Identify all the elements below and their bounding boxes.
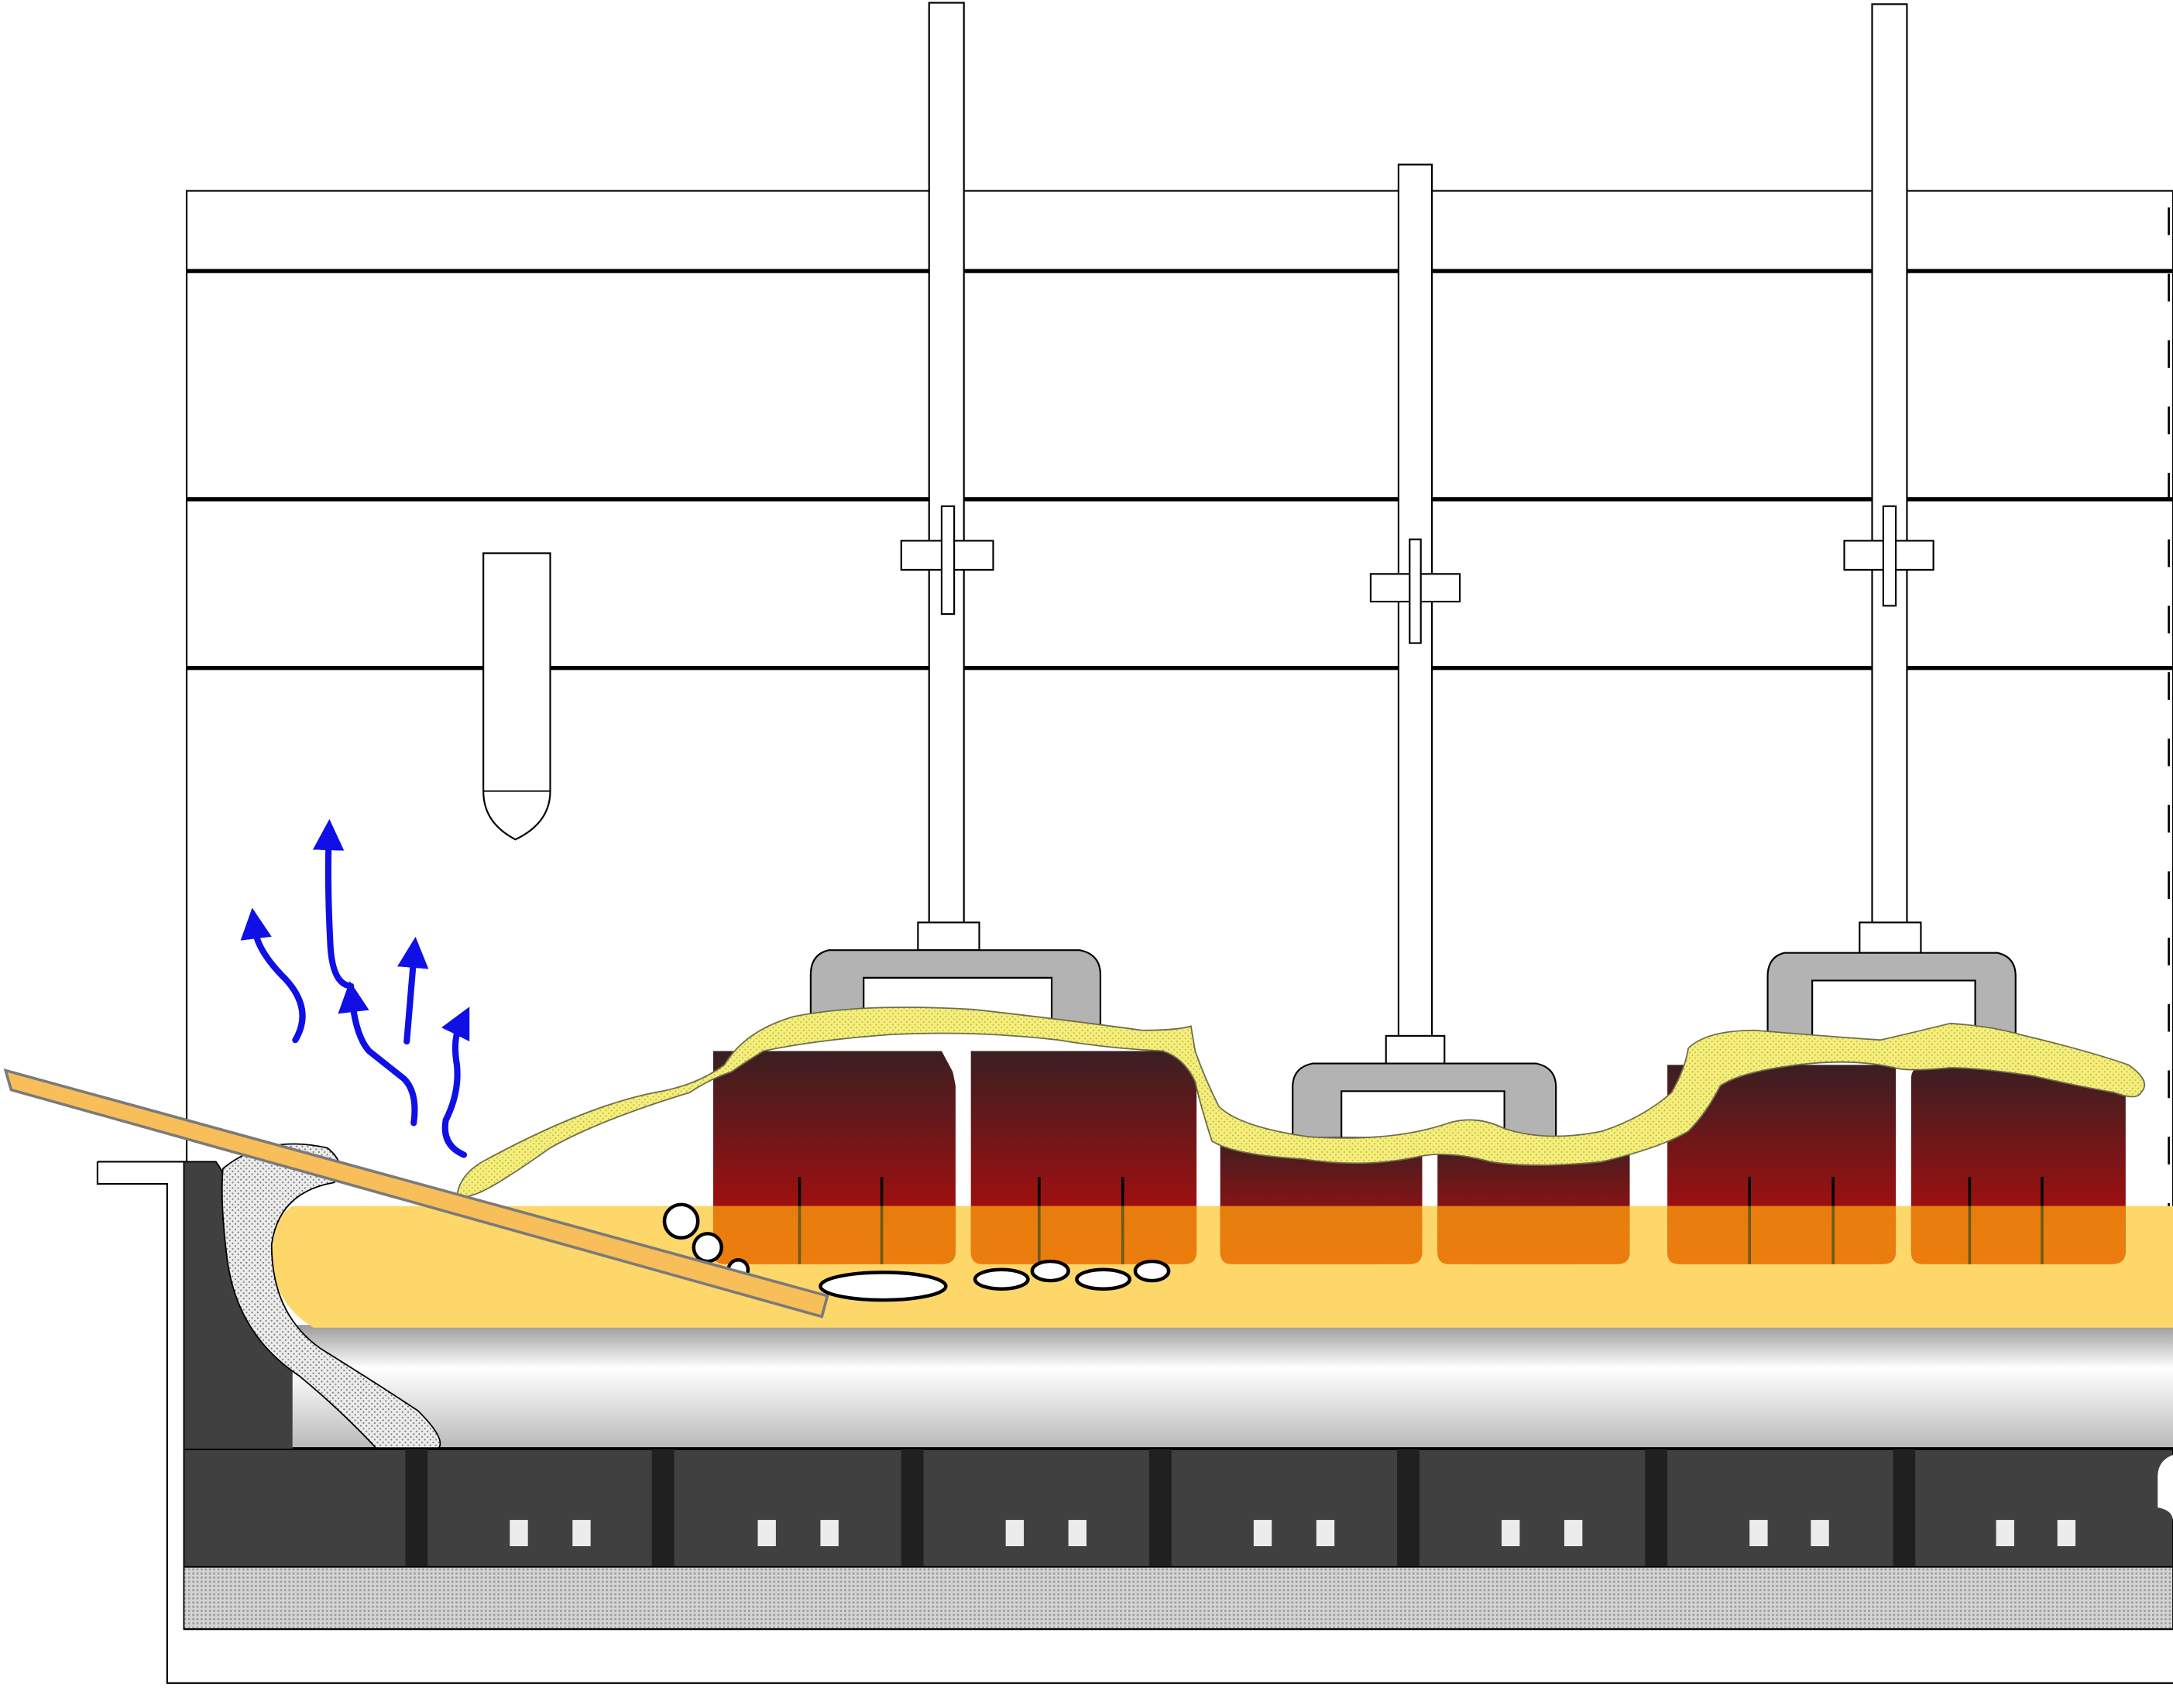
rod-stub	[917, 921, 1922, 1065]
gas-bubble	[819, 1271, 948, 1302]
insulation-layer	[183, 1566, 2173, 1631]
cathode-joint	[651, 1449, 675, 1567]
cathode-joint	[405, 1449, 428, 1567]
gas-bubble	[1030, 1259, 1070, 1283]
molten-aluminium	[292, 1325, 2173, 1449]
anode-immersed-zone	[712, 1206, 2126, 1264]
cathode-joint	[1148, 1449, 1172, 1567]
off-gas-arrow	[312, 818, 355, 989]
cell-shell	[96, 1161, 2173, 1684]
collector-bar	[1068, 1520, 1086, 1547]
collector-bar	[1564, 1520, 1583, 1547]
collector-bar	[510, 1520, 528, 1547]
cathode-block-row	[183, 1449, 2173, 1568]
cathode-joint	[1893, 1449, 1916, 1567]
anode-yoke	[809, 949, 2017, 1149]
alumina-feeder	[3, 1068, 829, 1319]
off-gas-arrow	[338, 981, 418, 1127]
off-gas-arrow	[240, 907, 306, 1044]
collector-bar	[1996, 1520, 2014, 1547]
cathode-joint	[1645, 1449, 1668, 1567]
gas-bubble-group	[662, 1202, 1171, 1302]
gas-bubble	[973, 1267, 1030, 1291]
collector-bar	[1316, 1520, 1335, 1547]
cathode-joint	[901, 1449, 924, 1567]
collector-bar	[1253, 1520, 1272, 1547]
rod-clamp	[900, 505, 1934, 644]
frozen-crust	[456, 1007, 2145, 1198]
collector-bar	[1811, 1520, 1829, 1547]
gas-bubble	[662, 1202, 700, 1240]
gas-bubble	[1133, 1259, 1171, 1283]
collector-bar	[1005, 1520, 1025, 1547]
off-gas-arrow	[441, 1007, 470, 1158]
collector-bar	[757, 1520, 776, 1547]
collector-bar	[820, 1520, 839, 1547]
collector-bar	[1502, 1520, 1520, 1547]
gas-bubble	[692, 1232, 723, 1264]
collector-bar	[572, 1520, 591, 1547]
crust-breaker	[482, 552, 551, 841]
off-gas-arrows	[240, 818, 470, 1158]
cathode-joint	[1397, 1449, 1419, 1567]
gas-bubble	[1075, 1267, 1132, 1291]
collector-bar-pair	[510, 1520, 2076, 1547]
cathode-block	[183, 1449, 2173, 1568]
off-gas-arrow	[397, 936, 429, 1045]
collector-bar	[1749, 1520, 1768, 1547]
collector-bar	[2057, 1520, 2076, 1547]
